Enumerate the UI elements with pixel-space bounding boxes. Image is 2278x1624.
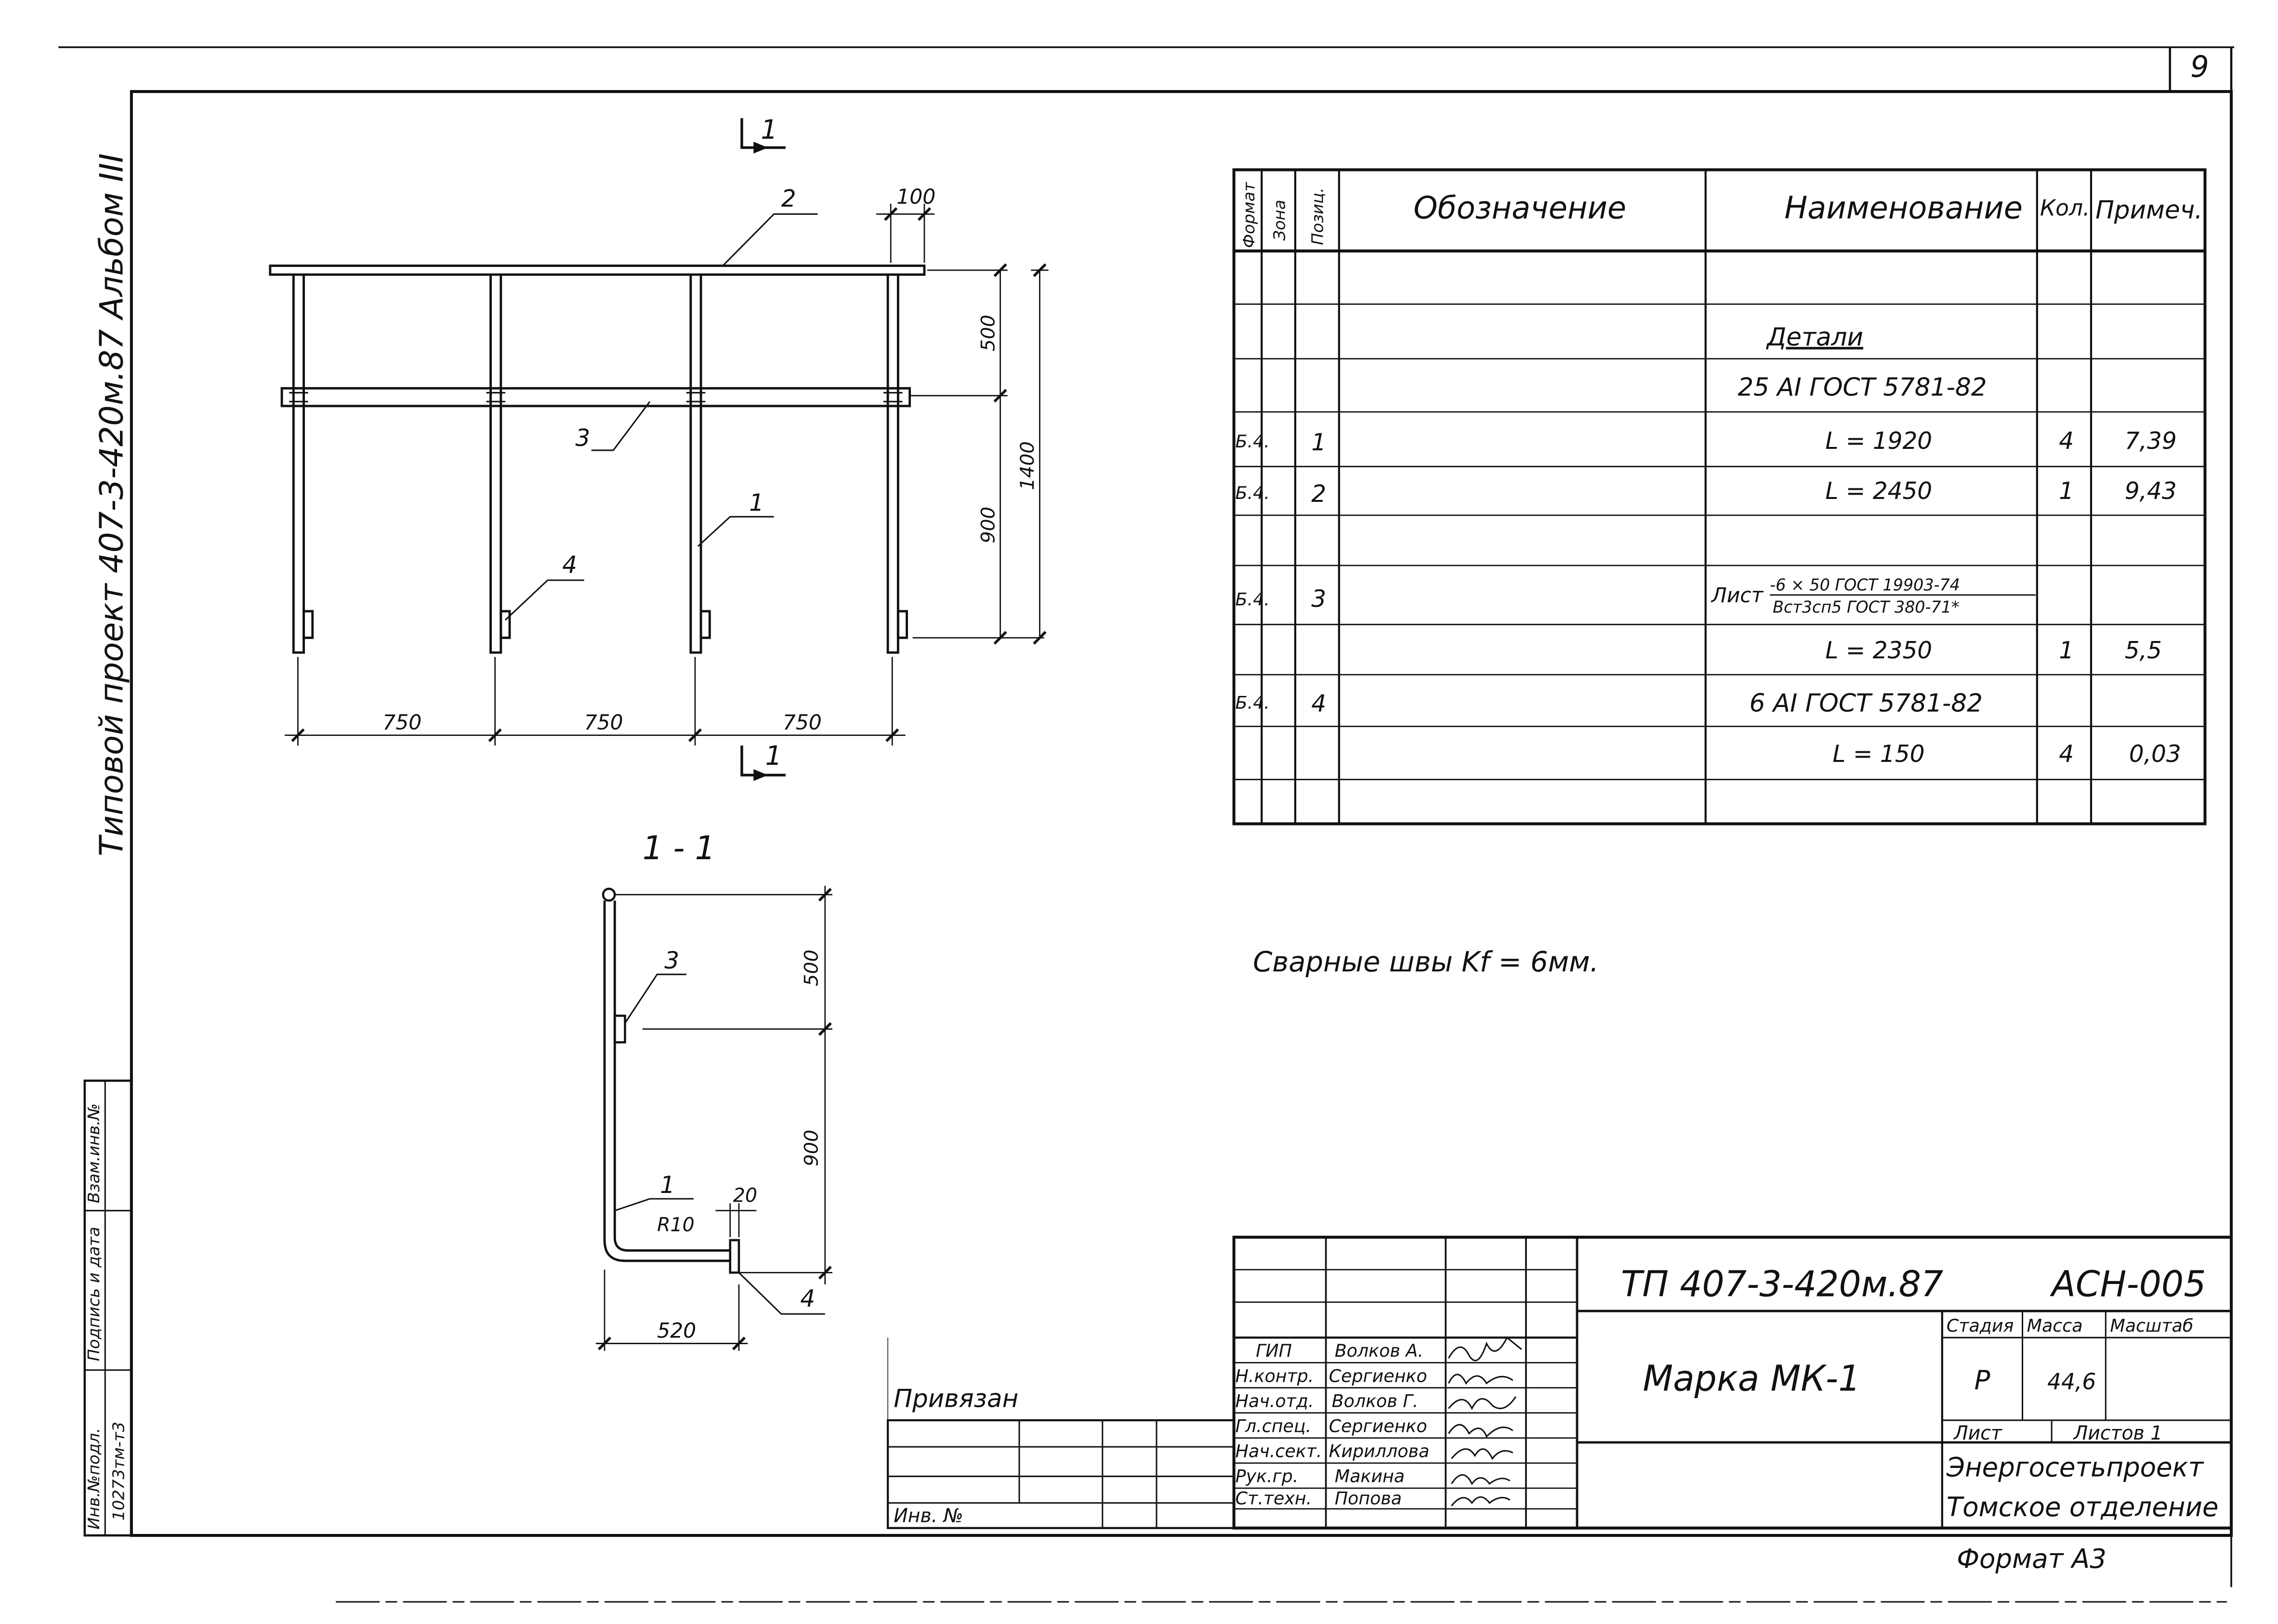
dim-100: 100	[896, 185, 935, 209]
row-pos-3: 3	[1311, 585, 1326, 613]
row-note-2: 9,43	[2125, 477, 2177, 505]
weld-note: Сварные швы Kf = 6мм.	[1253, 945, 1599, 978]
row-name-2: L = 2450	[1825, 477, 1932, 505]
row-note-1: 7,39	[2125, 427, 2177, 455]
th-note: Примеч.	[2095, 196, 2202, 224]
spec-table	[1232, 168, 2207, 825]
section-title: 1 - 1	[643, 829, 715, 867]
section-callout-4: 4	[800, 1285, 815, 1312]
th-pos: Позиц.	[1308, 187, 1327, 245]
row-pos-4: 4	[1311, 690, 1326, 717]
row-qty-1: 4	[2059, 427, 2074, 455]
callout-pos-2: 2	[781, 185, 796, 212]
th-name: Наименование	[1784, 190, 2023, 226]
section-callout-1: 1	[660, 1171, 675, 1199]
tb-role-nachotd: Нач.отд.	[1236, 1390, 1314, 1411]
tb-role-nkontr: Н.контр.	[1236, 1365, 1314, 1386]
tb-org-line2: Томское отделение	[1947, 1492, 2219, 1522]
tb-mass-label: Масса	[2027, 1315, 2083, 1336]
row-qty-4: 4	[2059, 740, 2074, 768]
front-view-drawing	[269, 118, 1049, 781]
row-name-details: Детали	[1766, 323, 1863, 352]
tb-stage-value: Р	[1974, 1364, 1990, 1395]
tb-sheets-label: Листов 1	[2073, 1422, 2163, 1444]
tb-role-nachsekt: Нач.сект.	[1236, 1441, 1322, 1461]
tb-name-gip: Волков А.	[1335, 1340, 1423, 1361]
tb-role-sttehn: Ст.техн.	[1236, 1488, 1312, 1509]
tb-doc-code: АСН-005	[2050, 1264, 2206, 1305]
tb-name-glspec: Сергиенко	[1329, 1415, 1427, 1436]
row-format-4: Б.4.	[1236, 692, 1270, 713]
th-qty: Кол.	[2040, 195, 2090, 221]
section-callout-3: 3	[664, 947, 679, 974]
row-name-3-numerator: -6 × 50 ГОСТ 19903-74	[1770, 576, 1960, 594]
row-pos-1: 1	[1311, 429, 1326, 456]
tb-format: Формат А3	[1957, 1543, 2107, 1574]
callout-pos-4: 4	[562, 551, 577, 578]
tb-name-nachotd: Волков Г.	[1332, 1390, 1419, 1411]
row-qty-3: 1	[2059, 637, 2074, 664]
dim-750-b: 750	[584, 710, 623, 734]
tb-sheet-label: Лист	[1953, 1422, 2003, 1444]
tb-scale-label: Масштаб	[2110, 1315, 2193, 1336]
row-name-3-denominator: Вст3сп5 ГОСТ 380-71*	[1773, 598, 1959, 616]
row-format-3: Б.4.	[1236, 589, 1270, 610]
section-dim-20: 20	[733, 1184, 757, 1206]
row-format-1: Б.4.	[1236, 431, 1270, 452]
row-name-4b: L = 150	[1832, 740, 1924, 768]
dim-500: 500	[977, 315, 1000, 352]
callout-pos-3: 3	[575, 424, 590, 452]
title-block	[886, 1235, 2233, 1530]
tb-name-nkontr: Сергиенко	[1329, 1365, 1427, 1386]
row-name-4: 6 АI ГОСТ 5781-82	[1750, 689, 1983, 718]
callout-pos-1: 1	[749, 489, 764, 516]
dim-1400: 1400	[1016, 441, 1039, 490]
row-name-3b: L = 2350	[1825, 637, 1932, 664]
section-mark-bottom: 1	[765, 740, 782, 771]
row-qty-2: 1	[2059, 477, 2074, 505]
tb-name-rukgr: Макина	[1335, 1466, 1405, 1487]
th-designation: Обозначение	[1413, 190, 1626, 226]
row-name-gost-25: 25 АI ГОСТ 5781-82	[1738, 373, 1987, 402]
tb-project-code: ТП 407-3-420м.87	[1621, 1264, 1943, 1305]
section-dim-500: 500	[801, 950, 823, 986]
th-zone: Зона	[1270, 200, 1289, 241]
tb-role-glspec: Гл.спец.	[1236, 1415, 1312, 1436]
dim-750-a: 750	[382, 710, 421, 734]
tb-stage-label: Стадия	[1947, 1315, 2014, 1336]
side-title: Типовой проект 407-3-420м.87 Альбом III	[93, 153, 131, 856]
row-pos-2: 2	[1311, 480, 1326, 508]
dim-750-c: 750	[783, 710, 822, 734]
th-format: Формат	[1239, 182, 1258, 248]
section-radius: R10	[657, 1214, 695, 1236]
section-view-drawing	[595, 886, 832, 1351]
stamp-inv-value: 10273тм-т3	[109, 1422, 128, 1521]
tb-org-line1: Энергосетьпроект	[1946, 1452, 2204, 1482]
tb-inv-no: Инв. №	[894, 1505, 963, 1527]
row-note-4: 0,03	[2129, 740, 2181, 768]
tb-role-rukgr: Рук.гр.	[1236, 1466, 1299, 1487]
side-stamp	[83, 1079, 133, 1537]
row-format-2: Б.4.	[1236, 483, 1270, 503]
sheet-number: 9	[2190, 50, 2209, 84]
stamp-podpis-data: Подпись и дата	[84, 1227, 103, 1361]
tb-role-gip: ГИП	[1256, 1340, 1292, 1361]
tb-mass-value: 44,6	[2047, 1369, 2096, 1394]
section-dim-520: 520	[657, 1319, 696, 1343]
tb-drawing-title: Марка МК-1	[1643, 1358, 1860, 1399]
section-mark-top: 1	[761, 114, 777, 145]
row-name-1: L = 1920	[1825, 427, 1932, 455]
section-dim-900: 900	[801, 1130, 823, 1166]
stamp-inv-podl: Инв.№подл.	[84, 1428, 103, 1530]
dim-900: 900	[977, 507, 1000, 543]
tb-name-sttehn: Попова	[1335, 1488, 1402, 1509]
row-name-3: Лист	[1711, 583, 1764, 607]
tb-privyazan: Привязан	[894, 1384, 1018, 1413]
tb-name-nachsekt: Кириллова	[1329, 1441, 1430, 1461]
stamp-vzam-inv: Взам.инв.№	[84, 1103, 103, 1203]
row-note-3: 5,5	[2125, 637, 2162, 664]
